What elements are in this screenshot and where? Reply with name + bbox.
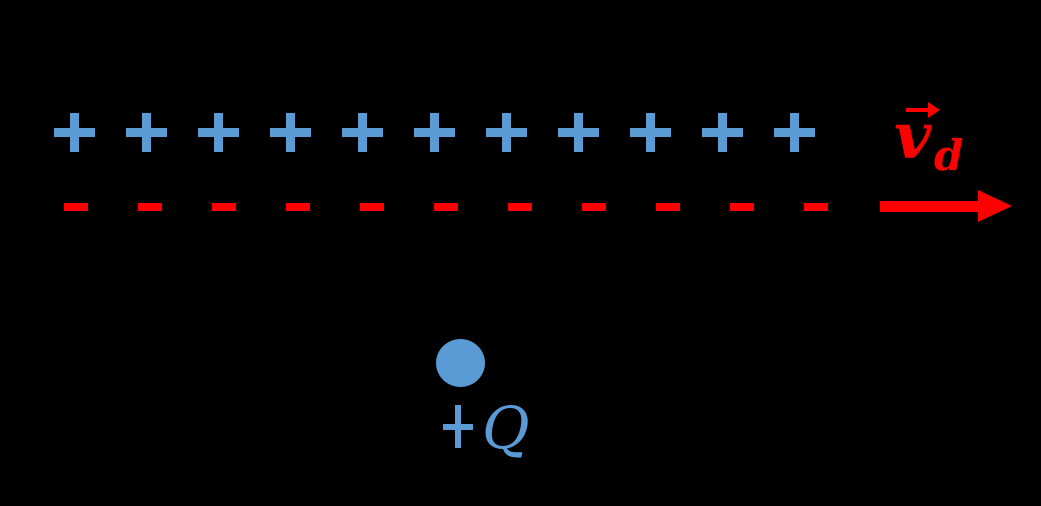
plus-charge-symbol bbox=[342, 113, 383, 152]
plus-sign-icon bbox=[443, 405, 473, 448]
drift-velocity-arrow-head-icon bbox=[978, 190, 1012, 222]
velocity-symbol: v bbox=[894, 99, 932, 174]
plus-charge-symbol bbox=[702, 113, 743, 152]
negative-charge-dash bbox=[582, 203, 606, 211]
drift-velocity-arrow-shaft bbox=[880, 201, 978, 212]
plus-charge-symbol bbox=[558, 113, 599, 152]
negative-charge-dash bbox=[64, 203, 88, 211]
negative-charge-dash bbox=[730, 203, 754, 211]
negative-charge-dash bbox=[434, 203, 458, 211]
negative-charge-dash bbox=[286, 203, 310, 211]
vector-arrow-icon bbox=[906, 102, 948, 118]
negative-charge-dashed-line bbox=[64, 203, 828, 211]
negative-charge-dash bbox=[138, 203, 162, 211]
positive-charge-row bbox=[54, 113, 815, 152]
plus-charge-symbol bbox=[270, 113, 311, 152]
plus-charge-symbol bbox=[126, 113, 167, 152]
negative-charge-dash bbox=[212, 203, 236, 211]
charge-symbol: Q bbox=[482, 394, 530, 462]
negative-charge-dash bbox=[656, 203, 680, 211]
point-charge-label: Q bbox=[443, 398, 553, 463]
plus-charge-symbol bbox=[774, 113, 815, 152]
plus-charge-symbol bbox=[54, 113, 95, 152]
negative-charge-dash bbox=[508, 203, 532, 211]
negative-charge-dash bbox=[360, 203, 384, 211]
vector-arrow-tip bbox=[928, 102, 940, 118]
plus-charge-symbol bbox=[486, 113, 527, 152]
point-charge-dot bbox=[436, 339, 485, 387]
vector-arrow-line bbox=[906, 108, 930, 112]
drift-velocity-label: v d bbox=[894, 100, 984, 180]
plus-charge-symbol bbox=[198, 113, 239, 152]
velocity-subscript: d bbox=[934, 131, 964, 180]
plus-charge-symbol bbox=[630, 113, 671, 152]
plus-charge-symbol bbox=[414, 113, 455, 152]
negative-charge-dash bbox=[804, 203, 828, 211]
